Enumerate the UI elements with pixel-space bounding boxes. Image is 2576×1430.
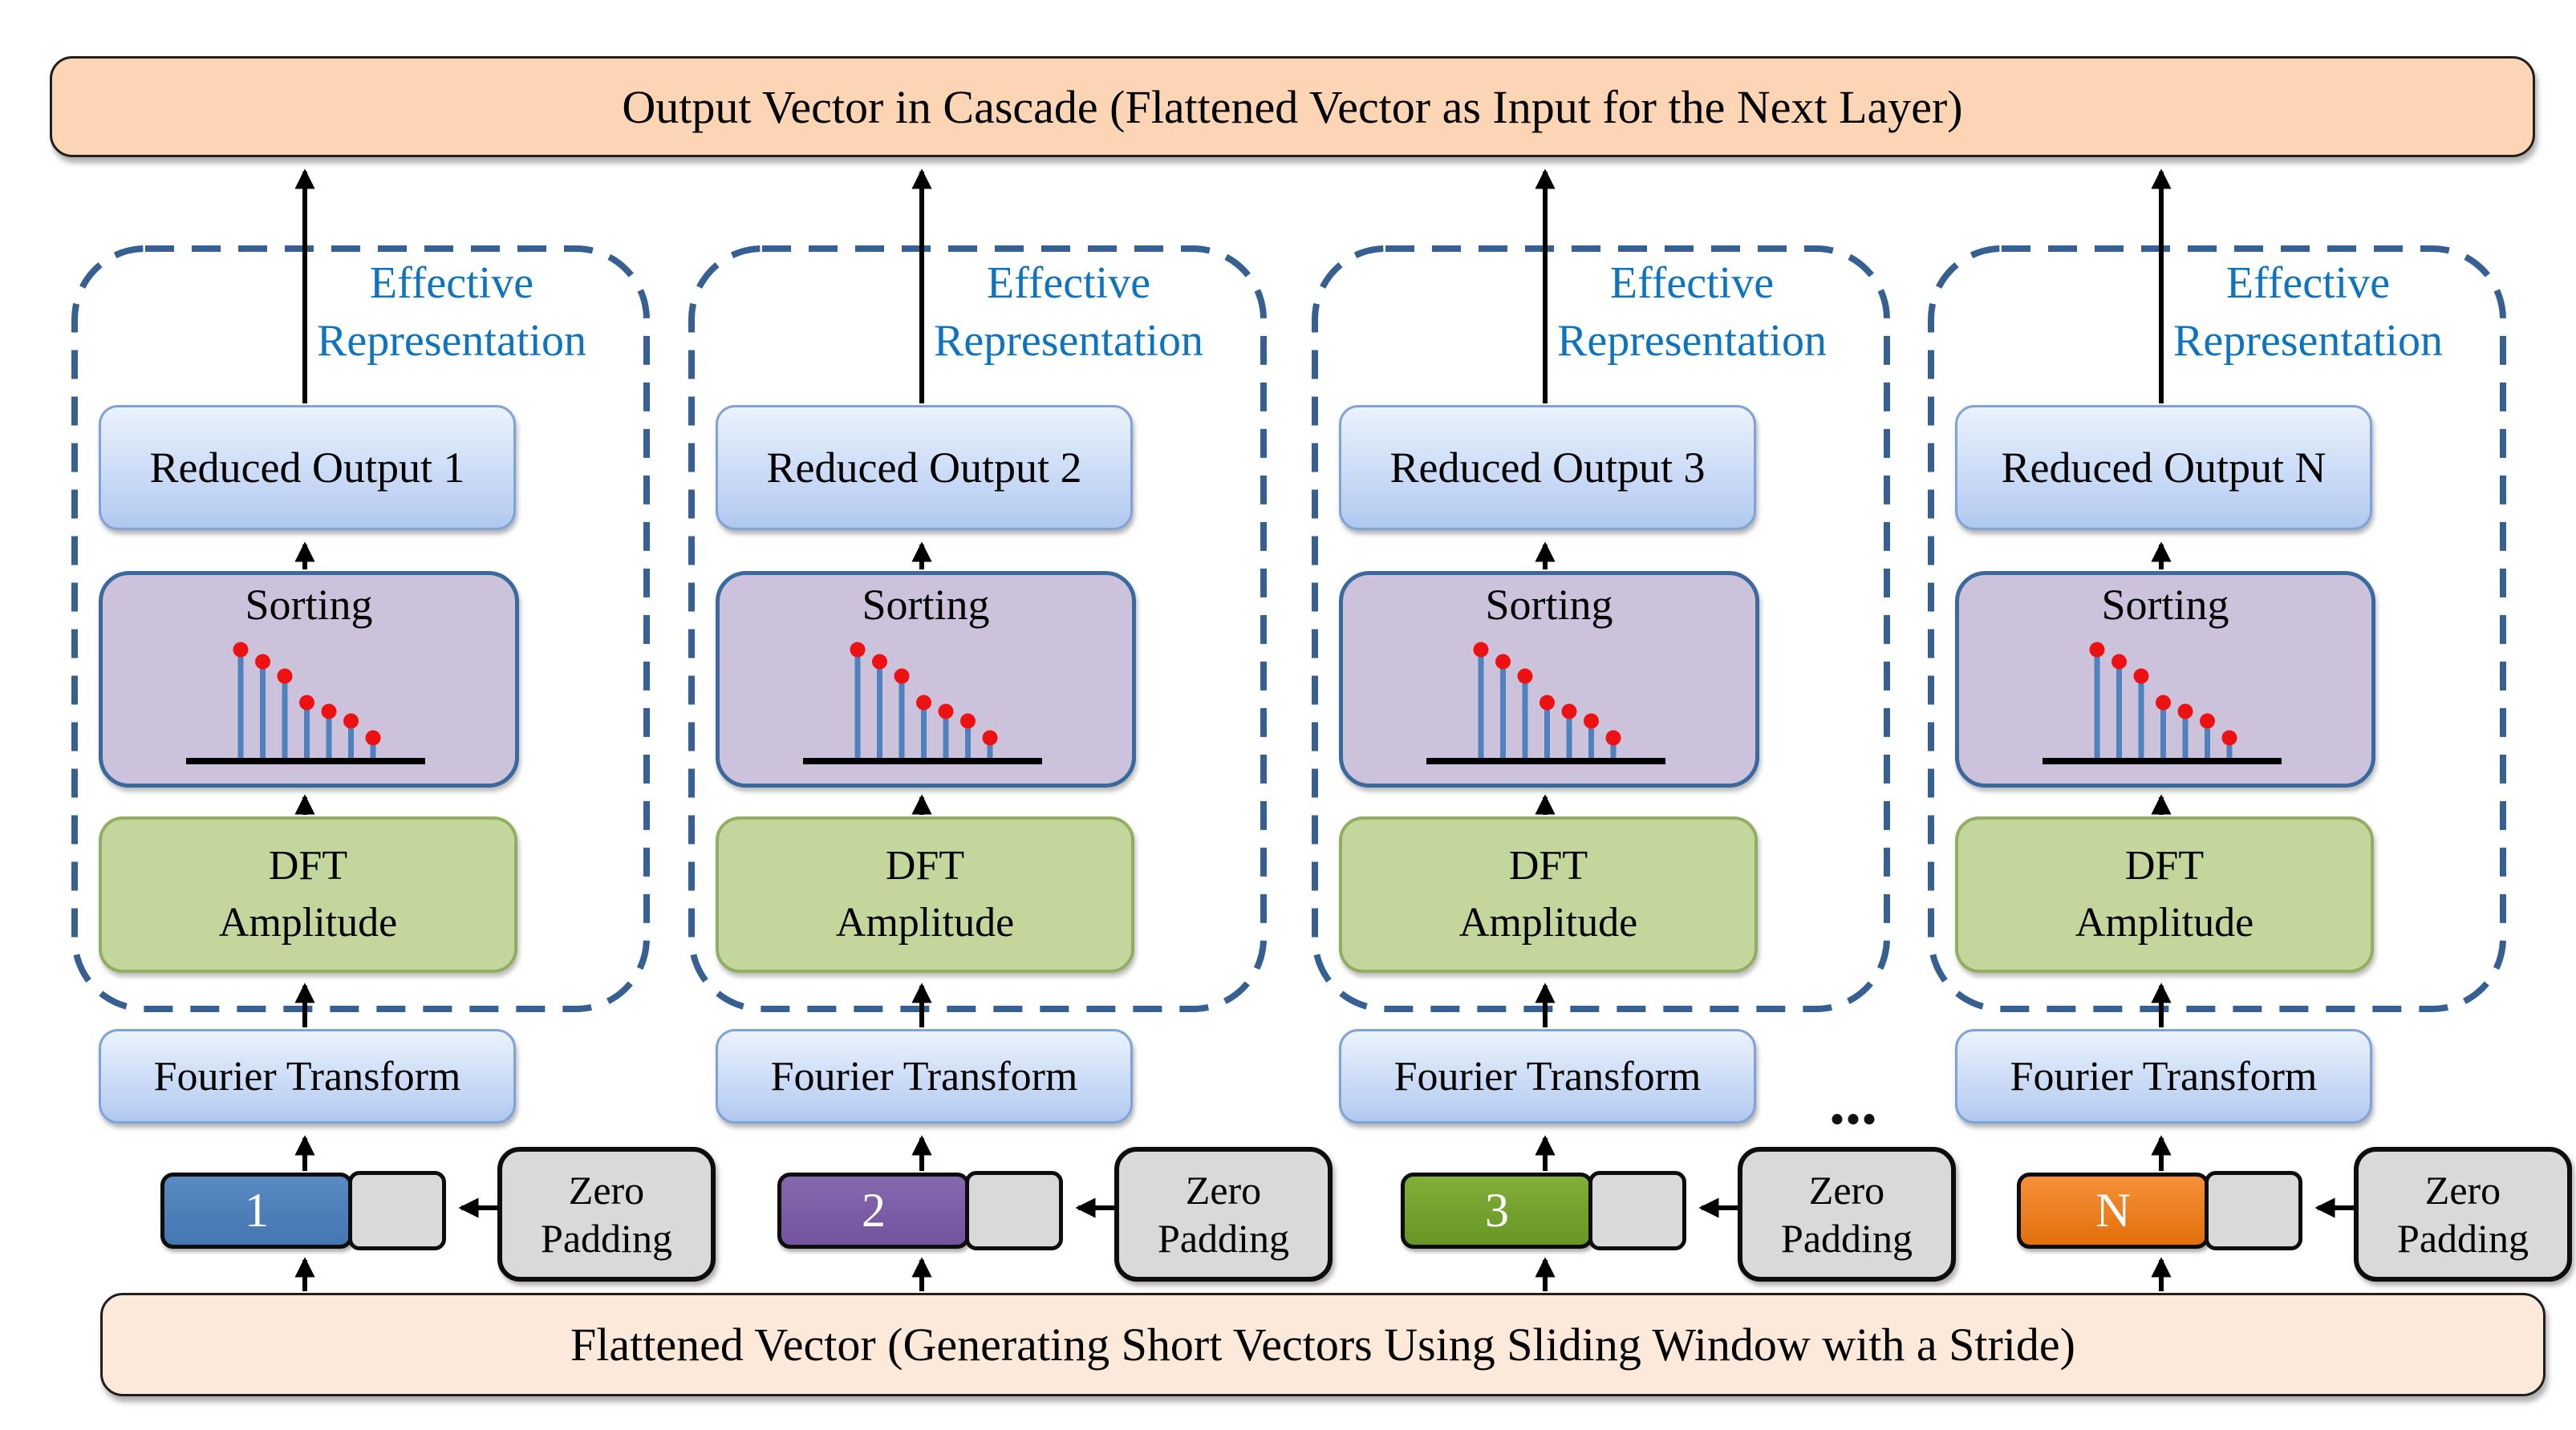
zero-padding-box: Zero Padding xyxy=(2354,1147,2572,1282)
window-vector-label: N xyxy=(2095,1184,2131,1237)
sorting-label: Sorting xyxy=(862,581,990,629)
reduced-output-box: Reduced Output 1 xyxy=(99,405,516,530)
fourier-transform-box: Fourier Transform xyxy=(1955,1029,2372,1124)
dashed-frame-2 xyxy=(688,245,1267,1012)
column-3: Effective Representation Reduced Output … xyxy=(1315,0,1957,1430)
dft-amplitude-box: DFT Amplitude xyxy=(99,816,517,973)
effective-representation-label: Effective Representation xyxy=(317,258,586,366)
fourier-transform-label: Fourier Transform xyxy=(770,1053,1078,1100)
reduced-output-label: Reduced Output 2 xyxy=(766,444,1082,492)
zero-padding-label: Zero Padding xyxy=(1781,1168,1913,1261)
zero-pad-cell xyxy=(1588,1171,1686,1250)
fourier-transform-box: Fourier Transform xyxy=(716,1029,1133,1124)
column-2: Effective Representation Reduced Output … xyxy=(692,0,1333,1430)
window-vector-label: 3 xyxy=(1485,1184,1509,1237)
window-vector-chip: 2 xyxy=(777,1173,970,1249)
effective-representation-label: Effective Representation xyxy=(1557,258,1827,366)
dft-amplitude-label: DFT Amplitude xyxy=(2075,843,2254,946)
dft-amplitude-box: DFT Amplitude xyxy=(1339,816,1758,973)
zero-pad-cell xyxy=(2205,1171,2302,1250)
sorting-label: Sorting xyxy=(245,581,373,629)
sorting-box: Sorting xyxy=(1339,571,1759,788)
fourier-transform-box: Fourier Transform xyxy=(99,1029,516,1124)
zero-padding-box: Zero Padding xyxy=(1738,1147,1956,1282)
reduced-output-box: Reduced Output N xyxy=(1955,405,2372,530)
column-1: Effective Representation Reduced Output … xyxy=(75,0,716,1430)
effective-representation-label: Effective Representation xyxy=(2173,258,2443,366)
zero-padding-box: Zero Padding xyxy=(1114,1147,1333,1282)
sorting-box: Sorting xyxy=(1955,571,2375,788)
sorting-box: Sorting xyxy=(99,571,519,788)
zero-padding-label: Zero Padding xyxy=(2397,1168,2529,1261)
dft-amplitude-box: DFT Amplitude xyxy=(716,816,1134,973)
sorting-label: Sorting xyxy=(1485,581,1613,629)
window-vector-label: 2 xyxy=(862,1184,886,1237)
sorted-amplitude-stem-plot xyxy=(2043,642,2282,764)
flattened-vector-bar: Flattened Vector (Generating Short Vecto… xyxy=(100,1293,2546,1396)
sorted-amplitude-stem-plot xyxy=(186,642,425,764)
dft-amplitude-label: DFT Amplitude xyxy=(218,843,398,946)
zero-padding-box: Zero Padding xyxy=(497,1147,716,1282)
sorting-box: Sorting xyxy=(716,571,1136,788)
effective-representation-label: Effective Representation xyxy=(934,258,1203,366)
output-cascade-bar: Output Vector in Cascade (Flattened Vect… xyxy=(50,56,2535,157)
dft-amplitude-box: DFT Amplitude xyxy=(1955,816,2374,973)
window-vector-chip: N xyxy=(2017,1173,2209,1249)
zero-pad-cell xyxy=(348,1171,446,1250)
window-vector-chip: 3 xyxy=(1401,1173,1593,1249)
dashed-frame-4 xyxy=(1928,245,2506,1012)
reduced-output-label: Reduced Output N xyxy=(2001,444,2327,492)
sorted-amplitude-stem-plot xyxy=(1426,642,1665,764)
flattened-vector-label: Flattened Vector (Generating Short Vecto… xyxy=(570,1319,2075,1371)
fourier-transform-box: Fourier Transform xyxy=(1339,1029,1756,1124)
reduced-output-box: Reduced Output 3 xyxy=(1339,405,1756,530)
flow-arrows xyxy=(294,168,2355,1291)
dft-amplitude-label: DFT Amplitude xyxy=(835,843,1015,946)
reduced-output-box: Reduced Output 2 xyxy=(716,405,1133,530)
window-vector-chip: 1 xyxy=(160,1173,353,1249)
dft-amplitude-label: DFT Amplitude xyxy=(1458,843,1638,946)
fourier-transform-label: Fourier Transform xyxy=(1393,1053,1702,1100)
column-4: Effective Representation Reduced Output … xyxy=(1931,0,2573,1430)
fourier-transform-label: Fourier Transform xyxy=(153,1053,461,1100)
sorted-amplitude-stem-plot xyxy=(803,642,1042,764)
reduced-output-label: Reduced Output 1 xyxy=(149,444,465,492)
zero-padding-label: Zero Padding xyxy=(1158,1168,1289,1261)
zero-pad-cell xyxy=(965,1171,1063,1250)
output-cascade-label: Output Vector in Cascade (Flattened Vect… xyxy=(622,80,1963,133)
window-vector-label: 1 xyxy=(245,1184,269,1237)
dashed-frame-1 xyxy=(71,245,650,1012)
reduced-output-label: Reduced Output 3 xyxy=(1389,444,1706,492)
columns-ellipsis: ... xyxy=(1829,1067,1877,1138)
fourier-transform-label: Fourier Transform xyxy=(2010,1053,2318,1100)
sorting-label: Sorting xyxy=(2101,581,2229,629)
dashed-frame-3 xyxy=(1312,245,1890,1012)
zero-padding-label: Zero Padding xyxy=(541,1168,672,1261)
